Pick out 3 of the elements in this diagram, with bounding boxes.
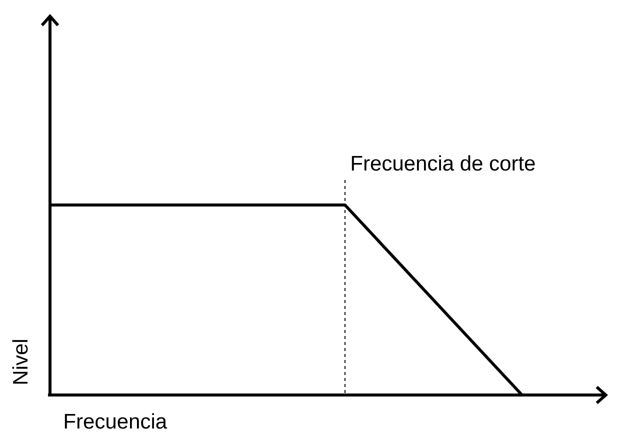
axis-label: Nivel: [12, 340, 28, 384]
axis-label: Frecuencia: [64, 413, 168, 429]
annotation-label: Frecuencia de corte: [352, 155, 535, 171]
